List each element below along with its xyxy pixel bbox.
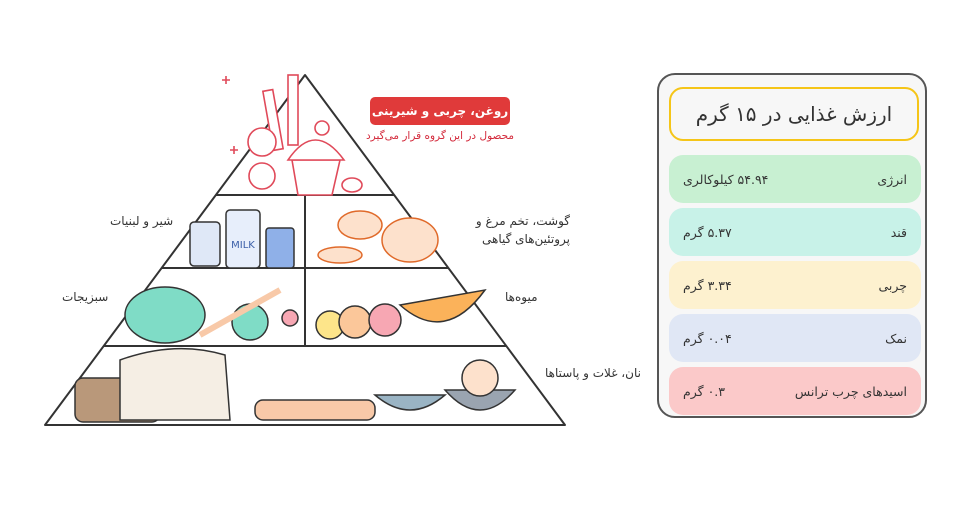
nutrition-label: نمک xyxy=(885,330,907,346)
nutrition-row-energy: انرژی ۵۴.۹۴ کیلوکالری xyxy=(669,155,921,203)
milk-label: MILK xyxy=(231,240,255,251)
nutrition-label: قند xyxy=(890,224,907,240)
dairy-icon: MILK xyxy=(189,209,295,269)
fruits-icon xyxy=(315,288,487,340)
grains-icon xyxy=(74,347,517,423)
tier-label-dairy: شیر و لبنیات xyxy=(110,214,174,228)
nutrition-title: ارزش غذایی در ۱۵ گرم xyxy=(669,87,919,141)
nutrition-card: ارزش غذایی در ۱۵ گرم انرژی ۵۴.۹۴ کیلوکال… xyxy=(657,73,927,418)
protein-icon xyxy=(317,210,439,264)
nutrition-value: ۵۴.۹۴ کیلوکالری xyxy=(683,171,769,187)
vegetables-icon xyxy=(124,286,299,344)
top-tier-badge: روغن، چربی و شیرینی xyxy=(370,97,510,125)
tier-label-vegetables: سبزیجات xyxy=(62,290,109,304)
nutrition-value: ۵.۳۷ گرم xyxy=(683,224,732,240)
tier-label-grains: نان، غلات و پاستاها xyxy=(545,366,641,380)
nutrition-row-sugar: قند ۵.۳۷ گرم xyxy=(669,208,921,256)
nutrition-row-trans-fat: اسیدهای چرب ترانس ۰.۳ گرم xyxy=(669,367,921,415)
nutrition-row-salt: نمک ۰.۰۴ گرم xyxy=(669,314,921,362)
nutrition-value: ۳.۳۴ گرم xyxy=(683,277,732,293)
top-tier-note: محصول در این گروه قرار می‌گیرد xyxy=(366,130,515,142)
food-pyramid: MILK xyxy=(44,74,566,426)
nutrition-label: چربی xyxy=(878,277,907,293)
nutrition-value: ۰.۰۴ گرم xyxy=(683,330,732,346)
tier-label-fruits: میوه‌ها xyxy=(505,290,538,304)
nutrition-label: اسیدهای چرب ترانس xyxy=(794,383,907,399)
nutrition-row-fat: چربی ۳.۳۴ گرم xyxy=(669,261,921,309)
tier-label-protein: گوشت، تخم مرغ و پروتئین‌های گیاهی xyxy=(475,214,570,246)
sweets-icon xyxy=(222,74,363,196)
nutrition-value: ۰.۳ گرم xyxy=(683,383,725,399)
nutrition-label: انرژی xyxy=(877,171,907,187)
